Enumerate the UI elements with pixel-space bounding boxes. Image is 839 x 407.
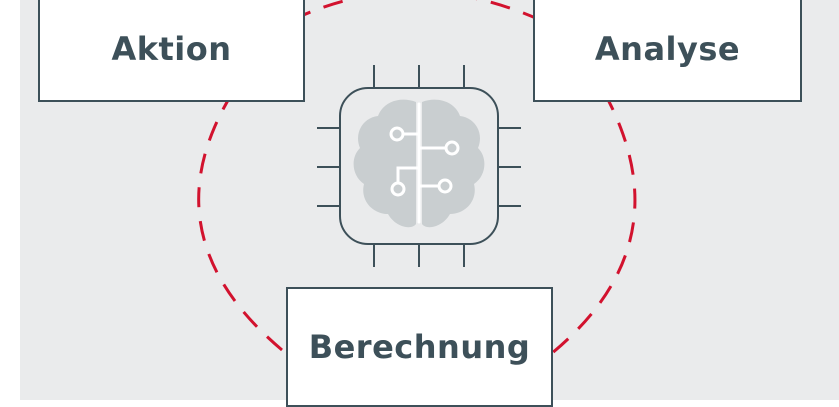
aktion-label: Aktion [111, 30, 232, 68]
aktion-box: Aktion [38, 0, 305, 102]
arrow-aktion-to-analyse [291, 0, 560, 30]
analyse-label: Analyse [594, 30, 741, 68]
arrow-analyse-to-berechnung [533, 91, 637, 369]
arrow-berechnung-to-aktion [197, 76, 283, 352]
analyse-box: Analyse [533, 0, 802, 102]
berechnung-box: Berechnung [286, 287, 553, 407]
brain-icon [353, 99, 485, 228]
berechnung-label: Berechnung [308, 328, 531, 366]
